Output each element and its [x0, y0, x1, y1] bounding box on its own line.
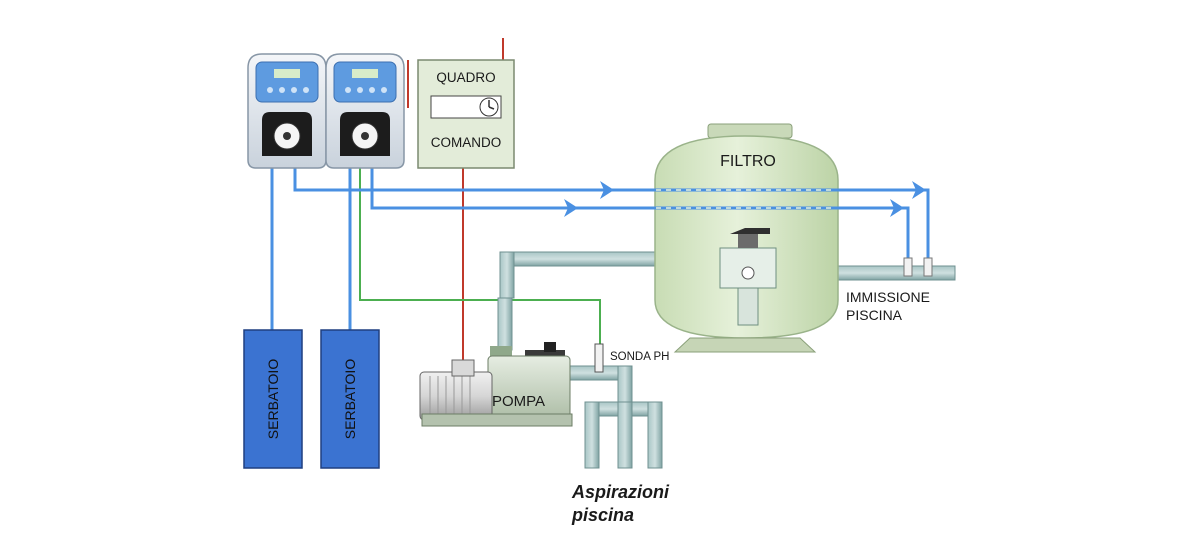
pump-label: POMPA — [492, 393, 545, 410]
suction-label-line2: piscina — [571, 505, 634, 525]
flow-arrows — [564, 181, 926, 217]
tank-left — [243, 329, 303, 469]
signal-wire — [359, 165, 601, 345]
injection-fittings — [903, 257, 933, 277]
dosing-pump-left — [247, 53, 327, 169]
main-pump — [419, 297, 573, 427]
dosing-pump-right — [325, 53, 405, 169]
filter-label: FILTRO — [720, 153, 776, 170]
control-panel — [417, 59, 515, 169]
power-wires — [407, 38, 504, 372]
tank-right-label: SERBATOIO — [342, 359, 358, 440]
dosing-lines-hidden — [656, 189, 836, 209]
tank-left-label: SERBATOIO — [265, 359, 281, 440]
pool-inlet-label-line2: PISCINA — [846, 307, 903, 323]
suction-pipes — [559, 365, 663, 469]
tank-right — [320, 329, 380, 469]
pool-inlet-label-line1: IMMISSIONE — [846, 289, 930, 305]
control-panel-label-line2: COMANDO — [431, 135, 502, 150]
ph-probe-label: SONDA PH — [610, 351, 669, 363]
multiport-valve — [719, 228, 777, 326]
control-panel-label-line1: QUADRO — [436, 70, 495, 85]
ph-probe — [594, 343, 604, 373]
suction-label-line1: Aspirazioni — [571, 482, 670, 502]
